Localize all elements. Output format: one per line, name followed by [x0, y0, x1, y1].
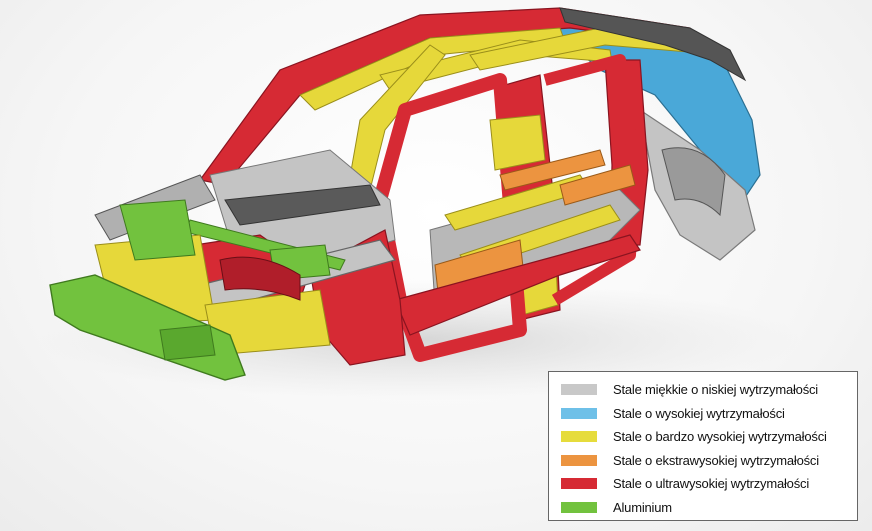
tunnel-reinforcement-orange: [499, 149, 606, 191]
rear-seat-yellow: [489, 114, 546, 171]
legend-swatch: [561, 384, 597, 396]
front-wheel-arch-red: [219, 256, 301, 301]
front-structure: [49, 149, 406, 381]
legend-label: Stale o wysokiej wytrzymałości: [613, 405, 785, 421]
legend-item-high-strength-steel: Stale o wysokiej wytrzymałości: [561, 402, 847, 426]
legend-swatch: [561, 454, 597, 466]
legend-label: Aluminium: [613, 499, 672, 515]
legend-swatch: [561, 407, 597, 419]
legend-swatch: [561, 431, 597, 443]
legend-swatch: [561, 478, 597, 490]
legend: Stale miękkie o niskiej wytrzymałości St…: [548, 371, 858, 521]
rear-floor-orange: [559, 164, 636, 206]
legend-item-very-high-strength-steel: Stale o bardzo wysokiej wytrzymałości: [561, 425, 847, 449]
rear-wheel-arch: [661, 147, 726, 217]
legend-label: Stale o bardzo wysokiej wytrzymałości: [613, 429, 827, 445]
legend-item-ultra-high-strength-steel: Stale o ultrawysokiej wytrzymałości: [561, 472, 847, 496]
roof-rail-right: [559, 7, 747, 82]
legend-item-extra-high-strength-steel: Stale o ekstrawysokiej wytrzymałości: [561, 449, 847, 473]
aluminium-bracket-left: [119, 199, 196, 261]
legend-label: Stale o ekstrawysokiej wytrzymałości: [613, 452, 819, 468]
floor-structure: [394, 114, 641, 336]
legend-item-mild-steel: Stale miękkie o niskiej wytrzymałości: [561, 378, 847, 402]
roof-structure: [198, 7, 747, 186]
rear-door-frame: [543, 54, 641, 306]
legend-label: Stale o ultrawysokiej wytrzymałości: [613, 476, 810, 492]
legend-swatch: [561, 501, 597, 513]
legend-label: Stale miękkie o niskiej wytrzymałości: [613, 382, 818, 398]
cowl-dark: [224, 184, 381, 226]
legend-item-aluminium: Aluminium: [561, 496, 847, 520]
sill-ultra-high: [394, 234, 641, 336]
crash-box-aluminium: [159, 324, 216, 361]
